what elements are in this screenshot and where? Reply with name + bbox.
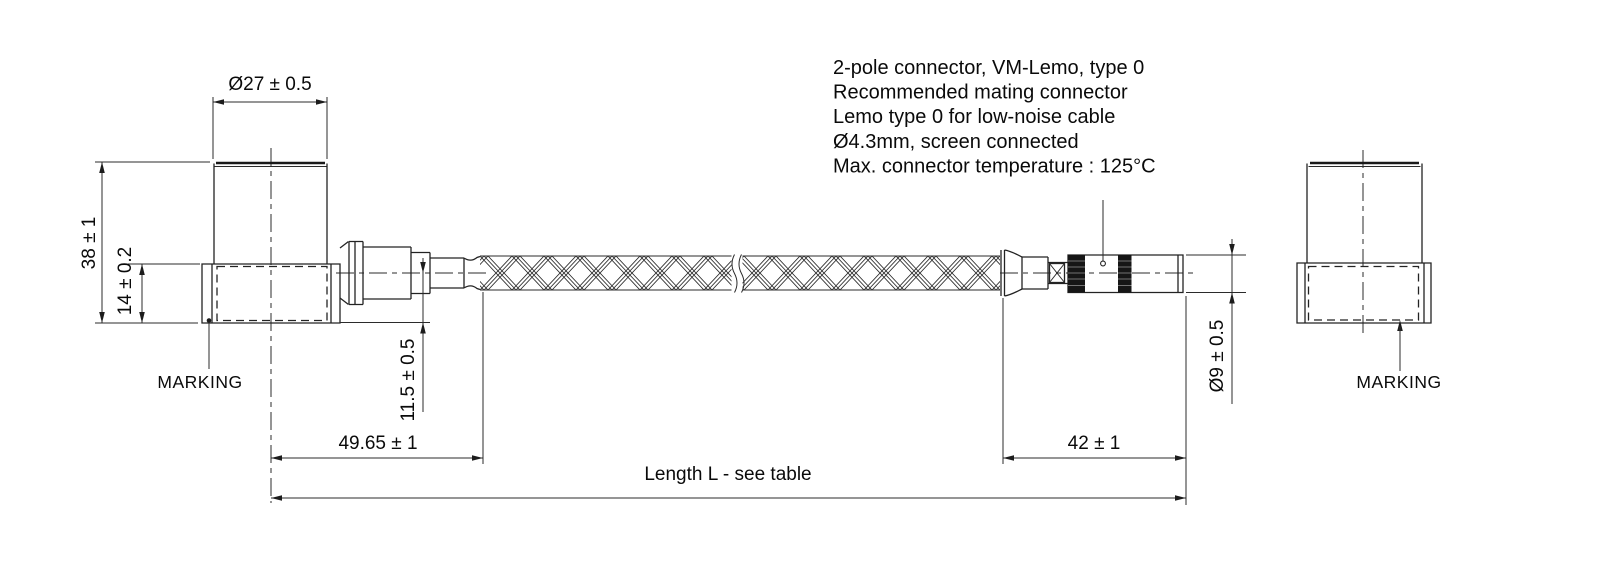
arrow-top xyxy=(139,264,145,275)
marking-leader-arrow xyxy=(1397,320,1403,331)
cable-clamp-box xyxy=(1048,262,1066,284)
dim-connector-length-text: 42 ± 1 xyxy=(1068,433,1121,454)
marking-window xyxy=(216,265,328,322)
sideview-marking-window xyxy=(1307,265,1420,321)
center-lines xyxy=(270,148,1364,503)
arrow-left xyxy=(1003,455,1014,461)
note-line-2: Recommended mating connector xyxy=(833,82,1128,104)
break-gap xyxy=(731,253,743,293)
arrow-top xyxy=(420,262,426,273)
arrow-right xyxy=(472,455,483,461)
arrow-right xyxy=(1175,455,1186,461)
cable-strain-relief xyxy=(339,240,481,306)
arrow-top xyxy=(99,162,105,173)
marking-label-right: MARKING xyxy=(1356,320,1441,392)
dimension-housing-height: 38 ± 1 xyxy=(79,161,210,324)
marking-label-left: MARKING xyxy=(157,318,242,392)
boot-profile xyxy=(1004,249,1023,297)
break-symbol xyxy=(731,254,745,293)
cable-braid xyxy=(480,253,1000,293)
cap-sides xyxy=(213,163,328,264)
dimension-cable-axis-height: 11.5 ± 0.5 xyxy=(340,258,430,421)
dim-cable-axis-text: 11.5 ± 0.5 xyxy=(398,339,419,422)
dim-base-height-text: 14 ± 0.2 xyxy=(115,247,136,316)
extension-lines xyxy=(212,97,328,159)
dimension-cap-diameter: Ø27 ± 0.5 xyxy=(212,74,328,159)
barrel xyxy=(363,246,412,300)
boot-barrel xyxy=(1021,256,1049,290)
arrow-right xyxy=(316,99,327,105)
knurl-band-1 xyxy=(1068,255,1085,293)
dimension-strain-relief-length: 49.65 ± 1 xyxy=(271,292,484,464)
arrow-bottom xyxy=(1229,292,1235,304)
dim-connector-diameter-text: Ø9 ± 0.5 xyxy=(1207,320,1228,393)
arrow-left xyxy=(271,495,282,501)
dimension-connector-length: 42 ± 1 xyxy=(1002,296,1187,505)
note-line-5: Max. connector temperature : 125°C xyxy=(833,155,1156,177)
arrow-top xyxy=(1229,244,1235,255)
dimension-total-length: Length L - see table xyxy=(271,464,1186,501)
knurl-grooves xyxy=(1068,260,1132,286)
dim-total-length-text: Length L - see table xyxy=(644,464,811,485)
lemo-connector xyxy=(1000,249,1184,297)
note-line-3: Lemo type 0 for low-noise cable xyxy=(833,106,1115,128)
sideview-base-strips xyxy=(1304,263,1425,323)
arrow-right xyxy=(1175,495,1186,501)
cable-clamp-cross xyxy=(1049,263,1065,283)
step xyxy=(411,251,431,295)
neck xyxy=(1048,261,1068,285)
connector-notes: 2-pole connector, VM-Lemo, type 0 Recomm… xyxy=(833,57,1156,267)
arrow-bottom xyxy=(99,312,105,323)
marking-right-text: MARKING xyxy=(1356,372,1441,392)
marking-leader-dot xyxy=(206,318,212,323)
dimension-base-height: 14 ± 0.2 xyxy=(115,247,200,323)
extension-lines xyxy=(1186,254,1246,293)
note-line-4: Ø4.3mm, screen connected xyxy=(833,131,1079,153)
extension-lines xyxy=(95,161,210,324)
nose-taper xyxy=(463,255,481,291)
nose xyxy=(430,257,465,289)
dim-housing-height-text: 38 ± 1 xyxy=(79,217,100,270)
sideview-base-outline xyxy=(1296,262,1432,324)
base-edge-strips xyxy=(211,264,332,323)
sideview-cap-sides xyxy=(1306,163,1423,263)
arrow-bottom xyxy=(139,312,145,323)
sensor-front-view xyxy=(201,161,341,324)
collar-ring xyxy=(348,240,364,306)
arrow-left xyxy=(271,455,282,461)
shoulder xyxy=(339,240,349,306)
arrow-left xyxy=(213,99,224,105)
note-line-1: 2-pole connector, VM-Lemo, type 0 xyxy=(833,57,1144,79)
boot-flange xyxy=(1000,250,1006,296)
dim-strain-relief-text: 49.65 ± 1 xyxy=(338,433,417,454)
dimension-connector-diameter: Ø9 ± 0.5 xyxy=(1186,239,1246,404)
marking-left-text: MARKING xyxy=(157,372,242,392)
sensor-side-view xyxy=(1296,161,1432,324)
extension-lines xyxy=(1002,296,1187,505)
dim-cap-diameter-text: Ø27 ± 0.5 xyxy=(228,74,311,95)
note-leader-dot xyxy=(1100,260,1106,267)
knurl-band-2 xyxy=(1118,255,1132,293)
arrow-bottom xyxy=(420,322,426,334)
